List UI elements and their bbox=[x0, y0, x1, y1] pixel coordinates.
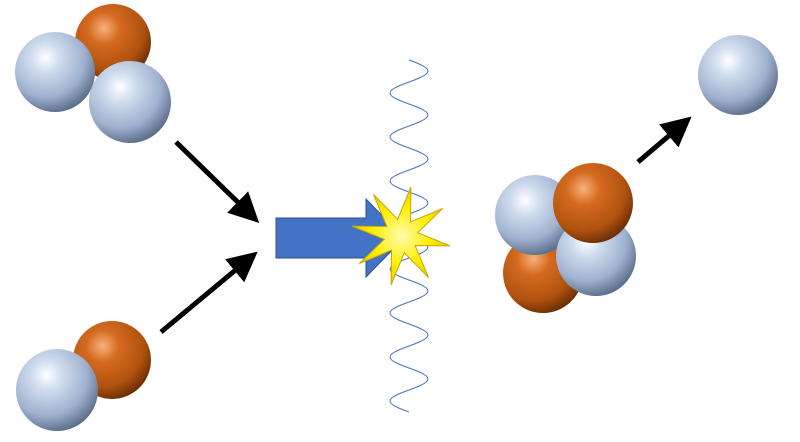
sphere-light-icon bbox=[16, 349, 98, 431]
sphere-light-icon bbox=[698, 35, 778, 115]
product-cluster bbox=[495, 163, 636, 313]
arrow-icon bbox=[636, 116, 692, 164]
reactant-molecule-bottom bbox=[16, 321, 151, 431]
sphere-light-icon bbox=[89, 61, 171, 143]
arrow-icon bbox=[174, 140, 260, 223]
arrow-icon bbox=[159, 251, 258, 334]
sphere-heavy-icon bbox=[553, 163, 633, 243]
star-burst-icon bbox=[351, 186, 451, 286]
sphere-heavy-icon bbox=[75, 4, 151, 80]
reactant-molecule-top bbox=[15, 4, 171, 143]
sphere-light-icon bbox=[15, 32, 95, 112]
